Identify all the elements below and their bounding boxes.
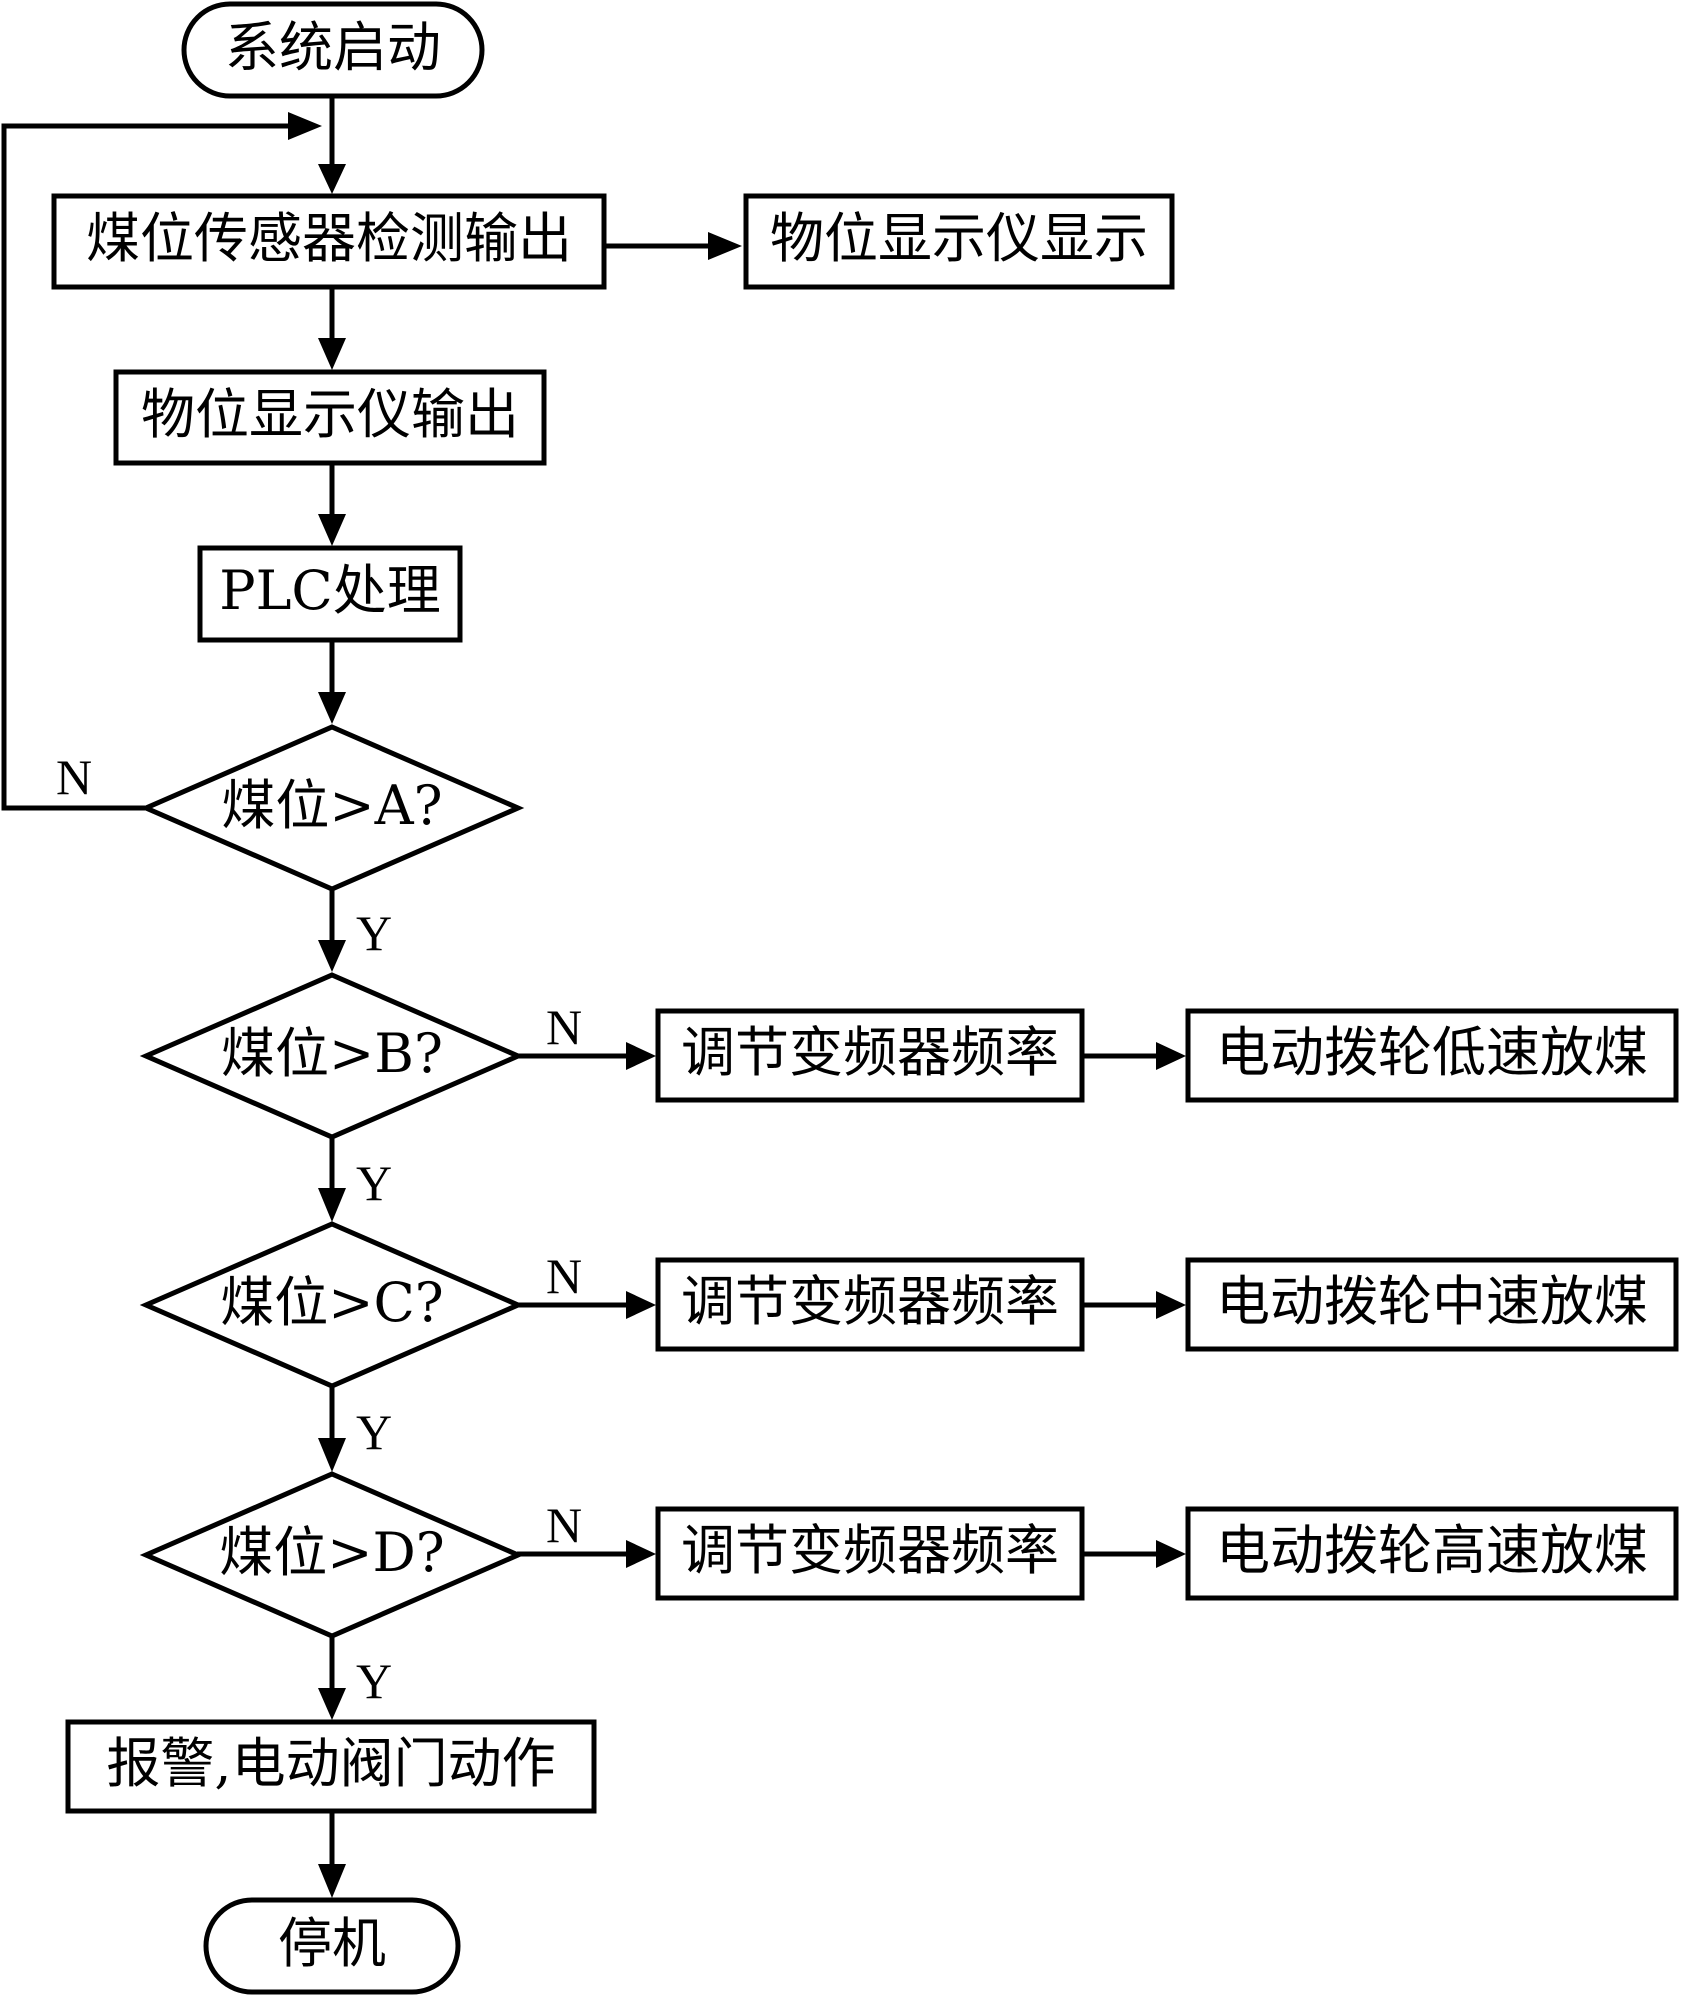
plc-process-box: PLC处理 xyxy=(197,545,463,643)
decision-c-yes-label: Y xyxy=(356,1404,392,1460)
arrowhead xyxy=(318,940,346,972)
arrowhead xyxy=(318,164,346,194)
sensor-output-label: 煤位传感器检测输出 xyxy=(86,207,572,270)
adjust-frequency-box-d: 调节变频器频率 xyxy=(655,1506,1085,1601)
edges xyxy=(1,98,1186,1898)
arrowhead xyxy=(626,1540,656,1568)
arrowhead xyxy=(318,692,346,724)
decision-d-yes-label: Y xyxy=(356,1653,392,1709)
stop-terminal: 停机 xyxy=(203,1897,461,1995)
decision-c-label: 煤位>C? xyxy=(220,1271,444,1334)
adjust-frequency-label-c: 调节变频器频率 xyxy=(681,1270,1059,1333)
decision-a: 煤位>A? xyxy=(139,724,525,892)
mid-speed-box: 电动拨轮中速放煤 xyxy=(1185,1257,1679,1352)
adjust-frequency-box-c: 调节变频器频率 xyxy=(655,1257,1085,1352)
arrowhead xyxy=(318,338,346,370)
decision-a-label: 煤位>A? xyxy=(221,774,442,837)
arrowhead xyxy=(708,232,742,260)
arrowhead xyxy=(318,1864,346,1898)
level-display-box: 物位显示仪显示 xyxy=(743,193,1175,290)
decision-c: 煤位>C? xyxy=(139,1221,525,1389)
edge-loop-back xyxy=(1,123,290,811)
decision-a-no-label: N xyxy=(56,749,92,805)
arrowhead xyxy=(318,1438,346,1472)
stop-terminal-label: 停机 xyxy=(278,1912,386,1975)
branch-labels: N Y N Y N Y N Y xyxy=(56,749,582,1709)
decision-b: 煤位>B? xyxy=(139,972,525,1140)
decision-d: 煤位>D? xyxy=(139,1471,525,1639)
arrowhead xyxy=(1156,1042,1186,1070)
adjust-frequency-label-b: 调节变频器频率 xyxy=(681,1021,1059,1084)
arrowhead xyxy=(626,1042,656,1070)
start-terminal-label: 系统启动 xyxy=(225,16,441,79)
adjust-frequency-label-d: 调节变频器频率 xyxy=(681,1519,1059,1582)
decision-b-yes-label: Y xyxy=(356,1155,392,1211)
arrowhead xyxy=(318,1188,346,1222)
decision-c-no-label: N xyxy=(546,1248,582,1304)
decision-b-no-label: N xyxy=(546,999,582,1055)
decision-d-no-label: N xyxy=(546,1497,582,1553)
mid-speed-label: 电动拨轮中速放煤 xyxy=(1216,1270,1648,1333)
alarm-valve-label: 报警,电动阀门动作 xyxy=(106,1732,555,1795)
meter-output-label: 物位显示仪输出 xyxy=(141,383,519,446)
sensor-output-box: 煤位传感器检测输出 xyxy=(51,193,607,290)
alarm-valve-box: 报警,电动阀门动作 xyxy=(65,1719,597,1814)
decision-a-yes-label: Y xyxy=(356,905,392,961)
plc-process-label: PLC处理 xyxy=(219,559,441,622)
decision-d-label: 煤位>D? xyxy=(219,1521,445,1584)
low-speed-label: 电动拨轮低速放煤 xyxy=(1216,1021,1648,1084)
arrowhead xyxy=(1156,1540,1186,1568)
adjust-frequency-box-b: 调节变频器频率 xyxy=(655,1008,1085,1103)
decision-b-label: 煤位>B? xyxy=(221,1022,443,1085)
arrowhead xyxy=(626,1291,656,1319)
meter-output-box: 物位显示仪输出 xyxy=(113,369,547,466)
level-display-label: 物位显示仪显示 xyxy=(770,207,1148,270)
arrowhead xyxy=(288,112,322,140)
start-terminal: 系统启动 xyxy=(181,1,485,99)
low-speed-box: 电动拨轮低速放煤 xyxy=(1185,1008,1679,1103)
arrowhead xyxy=(318,1688,346,1720)
arrowhead xyxy=(318,514,346,546)
high-speed-label: 电动拨轮高速放煤 xyxy=(1216,1519,1648,1582)
high-speed-box: 电动拨轮高速放煤 xyxy=(1185,1506,1679,1601)
arrowhead xyxy=(1156,1291,1186,1319)
